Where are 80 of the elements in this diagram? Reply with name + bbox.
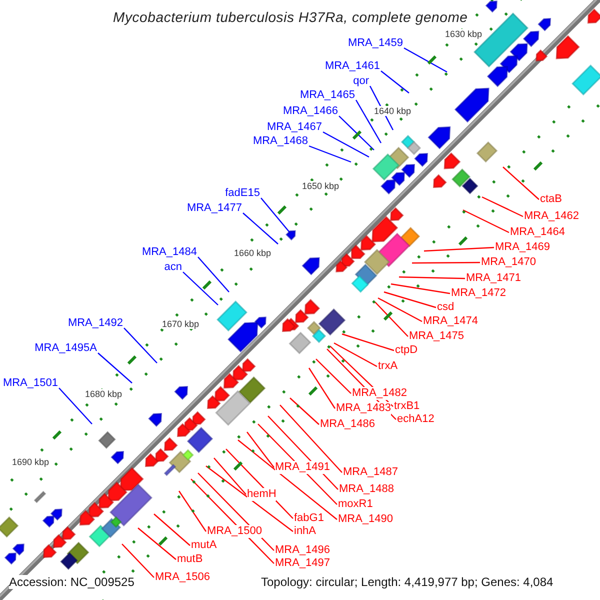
leader-line — [384, 291, 436, 308]
leader-line — [154, 514, 190, 546]
scale-tick-label: 1640 kbp — [374, 106, 412, 116]
gene-label: MRA_1462 — [524, 210, 580, 223]
gene-label: MRA_1492 — [68, 317, 123, 330]
leader-line — [404, 47, 448, 73]
leader-line — [178, 490, 206, 532]
gene-label: MRA_1474 — [423, 315, 478, 328]
gene-label: MRA_1464 — [510, 226, 566, 239]
leader-line — [246, 432, 274, 468]
leader-line — [138, 528, 176, 560]
leader-line — [342, 333, 394, 352]
gene-label: MRA_1482 — [352, 387, 408, 400]
gene-label: MRA_1486 — [320, 418, 376, 431]
gene-label: MRA_1466 — [282, 105, 338, 118]
gene-label: MRA_1491 — [275, 461, 330, 474]
leader-line — [58, 388, 92, 424]
gene-label: MRA_1465 — [300, 89, 355, 102]
scale-tick-label: 1680 kbp — [85, 389, 122, 399]
gene-label: MRA_1483 — [336, 402, 392, 415]
leader-line — [374, 302, 408, 337]
gene-label: qor — [353, 75, 369, 88]
leader-line — [412, 262, 480, 264]
gene-label: MRA_1459 — [348, 37, 403, 50]
gene-label: MRA_1497 — [275, 557, 330, 570]
gene-label: MRA_1496 — [275, 544, 330, 557]
gene-label: MRA_1487 — [343, 466, 398, 479]
gene-label: MRA_1495A — [34, 342, 97, 355]
gene-label: MRA_1506 — [155, 571, 210, 584]
scale-tick-label: 1660 kbp — [234, 248, 272, 258]
leader-line — [260, 198, 292, 234]
gene-label: MRA_1477 — [186, 202, 242, 215]
gene-label: MRA_1475 — [409, 330, 464, 343]
leader-line — [462, 209, 510, 234]
leader-line — [424, 246, 494, 252]
gene-label: MRA_1488 — [339, 483, 394, 496]
leader-line — [206, 466, 294, 532]
gene-label: MRA_1461 — [324, 60, 380, 73]
gene-label: MRA_1472 — [451, 287, 506, 300]
scale-tick-label: 1690 kbp — [12, 457, 50, 467]
gene-label: MRA_1470 — [481, 256, 536, 269]
gene-label: hemH — [247, 488, 276, 501]
leader-line — [242, 212, 278, 244]
gene-label: MRA_1500 — [207, 525, 262, 538]
gene-label: MRA_1467 — [266, 121, 322, 134]
gene-label: MRA_1501 — [2, 377, 58, 390]
leader-line — [280, 404, 342, 473]
leader-line — [338, 116, 374, 150]
leader-line — [390, 283, 450, 294]
leader-line — [124, 328, 158, 364]
leader-line — [214, 458, 246, 495]
gene-label: MRA_1490 — [338, 513, 394, 526]
leader-line — [182, 272, 218, 306]
gene-label: MRA_1469 — [495, 241, 550, 254]
gene-label: MRA_1471 — [466, 272, 522, 285]
scale-tick-label: 1670 kbp — [162, 319, 200, 329]
leader-line — [198, 256, 230, 292]
leader-line — [238, 440, 338, 520]
genome-info-text: Accession: NC_009525 — [9, 575, 134, 589]
leader-line — [355, 100, 382, 144]
leader-line — [378, 297, 422, 322]
leader-line — [322, 131, 370, 158]
gene-label: MRA_1484 — [142, 246, 197, 259]
leader-line — [98, 352, 132, 384]
leader-line — [398, 276, 466, 280]
gene-label: MRA_1468 — [252, 135, 308, 148]
leader-line — [290, 398, 320, 425]
leader-line — [122, 544, 154, 578]
leader-line — [502, 166, 540, 200]
gene-label: ctpD — [395, 344, 418, 357]
leader-line — [334, 342, 378, 368]
leader-line — [482, 196, 524, 218]
title: Mycobacterium tuberculosis H37Ra, complete genome — [113, 9, 468, 25]
scale-tick-label: 1630 kbp — [445, 29, 482, 39]
genome-info-text: Topology: circular; Length: 4,419,977 bp; Genes: 4,084 — [261, 575, 554, 589]
leader-line — [308, 368, 336, 409]
leader-line — [316, 358, 352, 394]
scale-tick-label: 1650 kbp — [302, 181, 340, 191]
leader-line — [308, 145, 352, 163]
leader-line — [380, 70, 410, 94]
